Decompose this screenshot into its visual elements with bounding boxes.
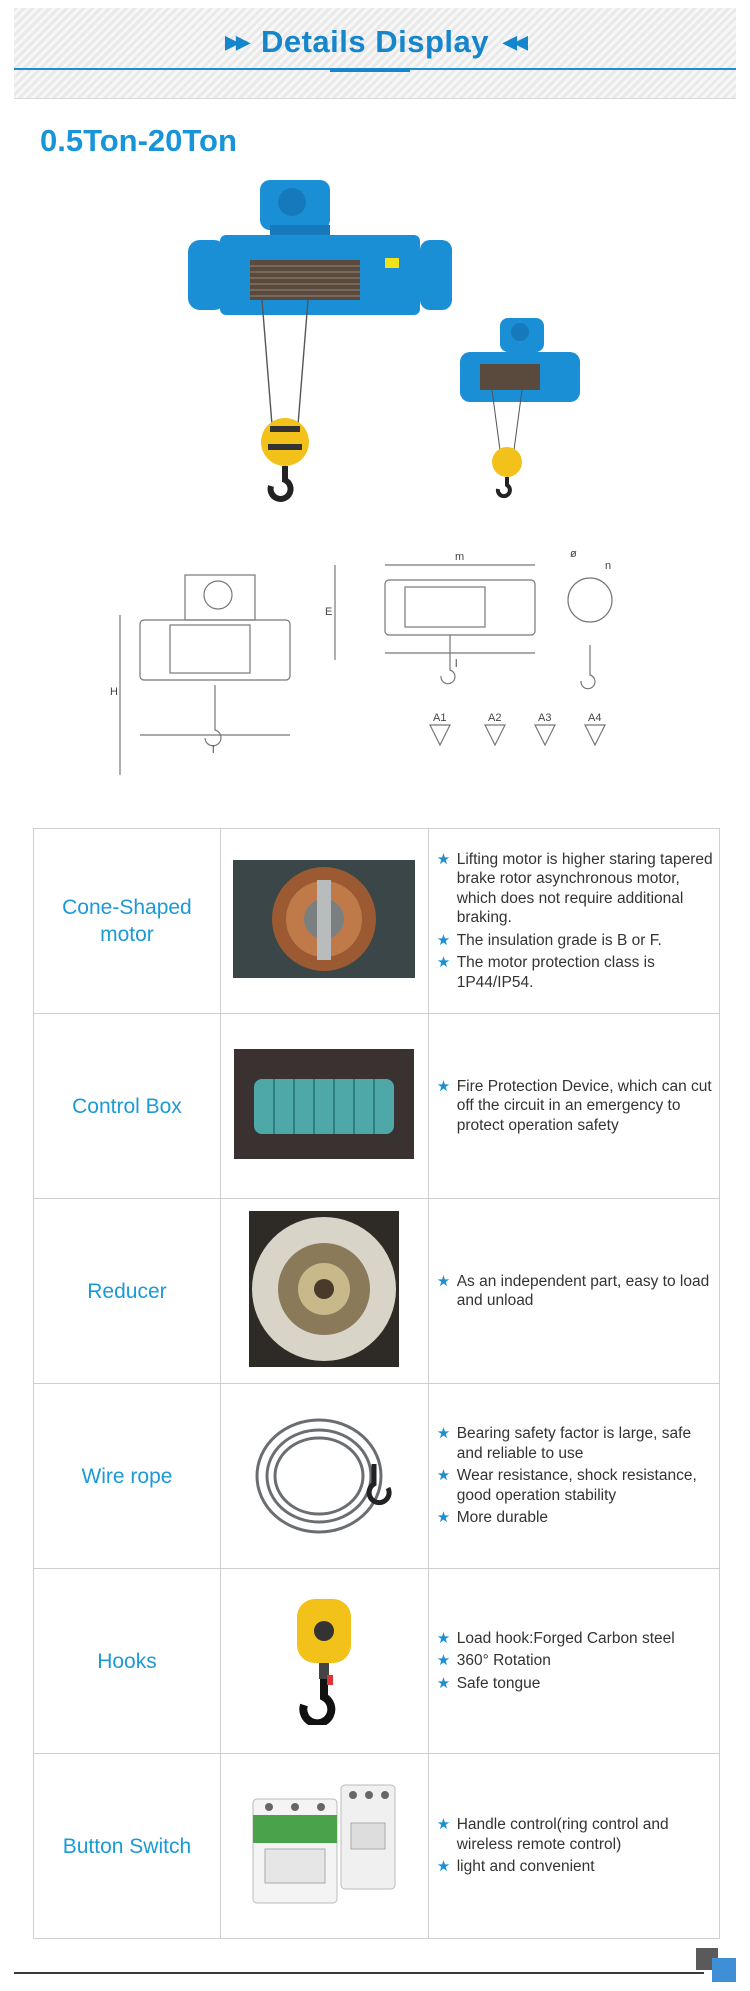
component-image-cell xyxy=(219,828,429,1014)
table-row: Button Switch ★Handle control(ring contr… xyxy=(33,1753,721,1939)
double-chevron-right-icon: ▶▶ xyxy=(225,32,250,52)
contactor-photo xyxy=(252,1784,396,1903)
star-icon: ★ xyxy=(436,850,451,868)
component-name: Reducer xyxy=(33,1198,221,1384)
motor-photo xyxy=(233,859,416,978)
feature-list: ★Load hook:Forged Carbon steel ★360° Rot… xyxy=(437,1629,715,1694)
star-icon: ★ xyxy=(436,1629,451,1647)
component-image-cell xyxy=(219,1568,429,1754)
drawing-label-l-right: l xyxy=(455,658,457,670)
drawing-label-a2: A2 xyxy=(488,712,501,724)
page-title: Details Display xyxy=(260,24,490,59)
list-item: ★More durable xyxy=(436,1509,549,1527)
header-underline xyxy=(330,68,410,72)
star-icon: ★ xyxy=(436,1272,451,1290)
component-image-cell xyxy=(219,1198,429,1384)
component-name: Hooks xyxy=(33,1568,221,1754)
star-icon: ★ xyxy=(436,931,451,949)
star-icon: ★ xyxy=(436,954,451,972)
table-row: Wire rope ★Bearing safety factor is larg… xyxy=(33,1383,721,1569)
hook-photo xyxy=(297,1598,352,1725)
list-item: ★Safe tongue xyxy=(436,1674,541,1692)
drawing-label-l-left: l xyxy=(212,744,214,756)
component-image-cell xyxy=(219,1013,429,1199)
list-item: ★Wear resistance, shock resistance, good… xyxy=(436,1467,697,1504)
table-row: Cone-Shaped motor ★Lifting motor is high… xyxy=(33,828,721,1014)
page-title-wrap: ▶▶ Details Display ◀◀ xyxy=(0,24,750,60)
component-image-cell xyxy=(219,1753,429,1939)
feature-list: ★Handle control(ring control and wireles… xyxy=(437,1815,715,1877)
list-item: ★The insulation grade is B or F. xyxy=(436,931,662,949)
feature-list: ★Lifting motor is higher staring tapered… xyxy=(437,850,715,993)
list-item: ★Fire Protection Device, which can cut o… xyxy=(436,1077,712,1134)
hoist-illustration xyxy=(188,180,580,502)
reducer-photo xyxy=(249,1210,400,1367)
list-item: ★Lifting motor is higher staring tapered… xyxy=(436,850,713,927)
small-hoist xyxy=(460,318,580,499)
drawing-label-e: E xyxy=(325,606,332,618)
drum-photo xyxy=(234,1048,415,1159)
feature-cell: ★As an independent part, easy to load an… xyxy=(427,1198,721,1384)
footer-divider xyxy=(14,1972,704,1974)
section-title: 0.5Ton-20Ton xyxy=(40,123,237,158)
feature-cell: ★Handle control(ring control and wireles… xyxy=(427,1753,721,1939)
drawing-label-a3: A3 xyxy=(538,712,551,724)
list-item: ★light and convenient xyxy=(436,1858,595,1876)
component-name: Cone-Shaped motor xyxy=(33,828,221,1014)
component-name: Control Box xyxy=(33,1013,221,1199)
feature-list: ★As an independent part, easy to load an… xyxy=(437,1272,715,1311)
table-row: Hooks ★Load hook:Forged Carbon steel ★36… xyxy=(33,1568,721,1754)
details-table: Cone-Shaped motor ★Lifting motor is high… xyxy=(33,828,721,1939)
feature-cell: ★Fire Protection Device, which can cut o… xyxy=(427,1013,721,1199)
star-icon: ★ xyxy=(436,1816,451,1834)
feature-cell: ★Load hook:Forged Carbon steel ★360° Rot… xyxy=(427,1568,721,1754)
star-icon: ★ xyxy=(436,1652,451,1670)
component-image-cell xyxy=(219,1383,429,1569)
drawing-label-a4: A4 xyxy=(588,712,601,724)
list-item: ★The motor protection class is 1P44/IP54… xyxy=(436,954,655,991)
star-icon: ★ xyxy=(436,1674,451,1692)
table-row: Reducer ★As an independent part, easy to… xyxy=(33,1198,721,1384)
feature-cell: ★Lifting motor is higher staring tapered… xyxy=(427,828,721,1014)
back-to-top-button[interactable] xyxy=(712,1958,736,1982)
component-name: Wire rope xyxy=(33,1383,221,1569)
list-item: ★Load hook:Forged Carbon steel xyxy=(436,1629,675,1647)
drawing-label-n: n xyxy=(605,560,611,572)
list-item: ★360° Rotation xyxy=(436,1652,551,1670)
star-icon: ★ xyxy=(436,1425,451,1443)
star-icon: ★ xyxy=(436,1509,451,1527)
wire-rope-photo xyxy=(255,1418,392,1533)
feature-cell: ★Bearing safety factor is large, safe an… xyxy=(427,1383,721,1569)
technical-drawing: m ø n E H l l A1 A2 A3 A4 xyxy=(110,548,613,775)
star-icon: ★ xyxy=(436,1077,451,1095)
list-item: ★As an independent part, easy to load an… xyxy=(436,1272,710,1310)
star-icon: ★ xyxy=(436,1467,451,1485)
feature-list: ★Bearing safety factor is large, safe an… xyxy=(437,1424,715,1528)
list-item: ★Bearing safety factor is large, safe an… xyxy=(436,1425,692,1462)
large-hoist xyxy=(188,180,452,502)
drawing-label-phi: ø xyxy=(570,548,577,560)
drawing-label-a1: A1 xyxy=(433,712,446,724)
feature-list: ★Fire Protection Device, which can cut o… xyxy=(437,1077,715,1136)
table-row: Control Box ★Fire Protection Device, whi… xyxy=(33,1013,721,1199)
double-chevron-left-icon: ◀◀ xyxy=(503,32,528,52)
drawing-label-m: m xyxy=(455,551,464,563)
component-name: Button Switch xyxy=(33,1753,221,1939)
star-icon: ★ xyxy=(436,1858,451,1876)
drawing-label-h: H xyxy=(110,686,118,698)
header-banner xyxy=(14,8,736,99)
list-item: ★Handle control(ring control and wireles… xyxy=(436,1816,669,1853)
